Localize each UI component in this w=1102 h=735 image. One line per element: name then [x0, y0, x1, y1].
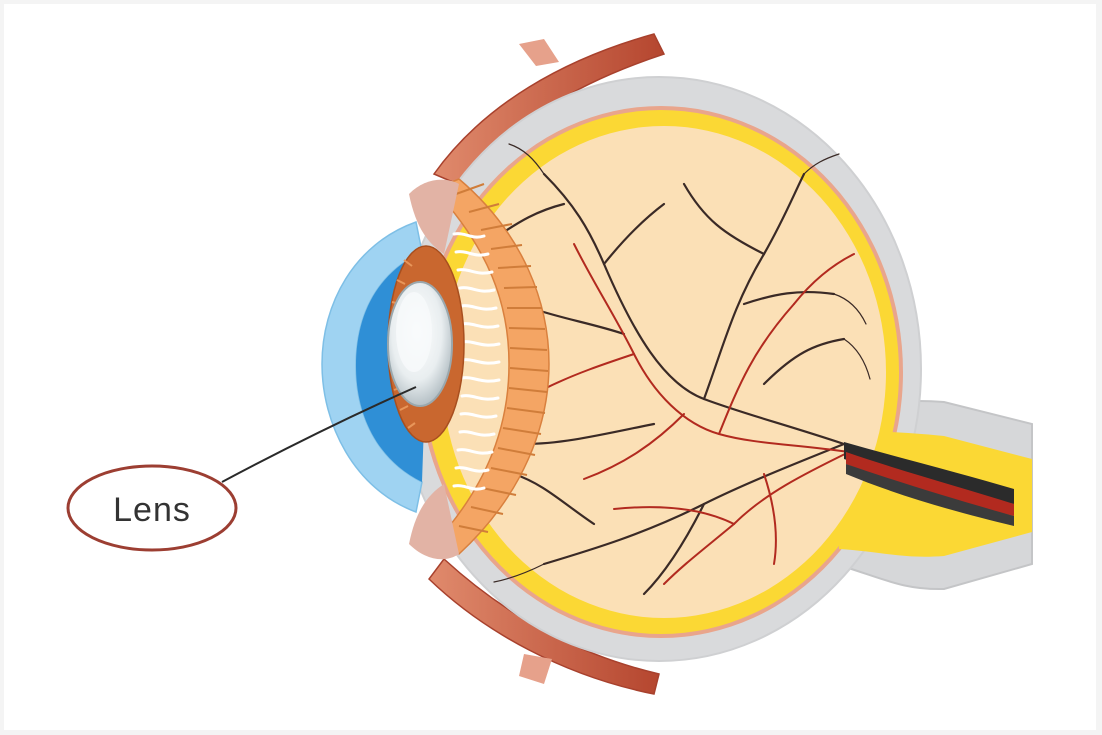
lower-muscle-tendon	[519, 654, 552, 684]
lens-label-text: Lens	[113, 491, 191, 529]
eye-diagram: Lens	[4, 4, 1096, 730]
upper-muscle-tendon	[519, 39, 559, 66]
lens-highlight	[396, 292, 432, 372]
diagram-canvas: Lens	[4, 4, 1096, 730]
lens-label: Lens	[68, 466, 236, 550]
